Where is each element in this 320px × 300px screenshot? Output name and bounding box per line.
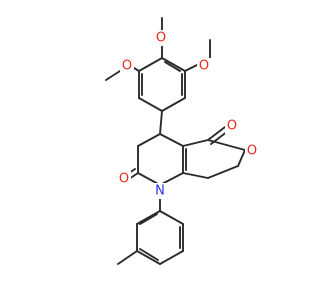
atom-o-methoxy-right: O [197,58,211,74]
bond-ketone-right [207,126,226,141]
molecule-diagram: O O O O O O N [105,17,259,265]
bond-ring-d [136,250,161,265]
bond-ring-d [159,210,184,225]
atom-o-methoxy-top-label: O [156,31,166,46]
bond-ring-d-inner [139,248,159,261]
atom-o-methoxy-left-label: O [122,59,132,74]
bond-ring-a [138,97,163,112]
bond-aryl-link [159,110,163,135]
atom-o-ring-label: O [247,144,257,159]
bond-ring-c [237,149,246,167]
bond-ring-c [182,139,209,147]
bond-layer [105,17,246,265]
atom-n-ring: N [153,183,167,199]
atom-o-ketone-left: O [117,171,131,187]
atom-o-ketone-right: O [225,118,239,134]
bond-ring-a [161,97,186,112]
atom-o-ring: O [245,143,259,159]
atom-o-ketone-left-label: O [119,172,129,187]
atom-label-layer: O O O O O O N [117,30,259,199]
bond-ring-a [161,57,186,72]
bond-ring-d [159,250,184,265]
bond-methoxy [184,64,198,72]
bond-ring-a-inner [164,61,181,72]
bond-ring-c [207,165,239,179]
atom-o-methoxy-left: O [120,58,134,74]
bond-ring-d-inner [139,213,158,225]
atom-n-ring-label: N [155,184,165,199]
bond-methoxy [105,70,121,81]
bond-ring-b [137,133,161,147]
bond-ring-d [136,210,161,225]
bond-ring-a [138,57,163,72]
bond-ring-b [159,133,184,147]
bond-methoxy [133,67,140,72]
molecule-canvas: O O O O O O N [105,17,259,265]
atom-o-methoxy-right-label: O [199,59,209,74]
bond-ring-c [182,172,209,179]
atom-o-ketone-right-label: O [227,119,237,134]
bond-methyl [117,250,138,265]
atom-o-methoxy-top: O [154,30,168,46]
